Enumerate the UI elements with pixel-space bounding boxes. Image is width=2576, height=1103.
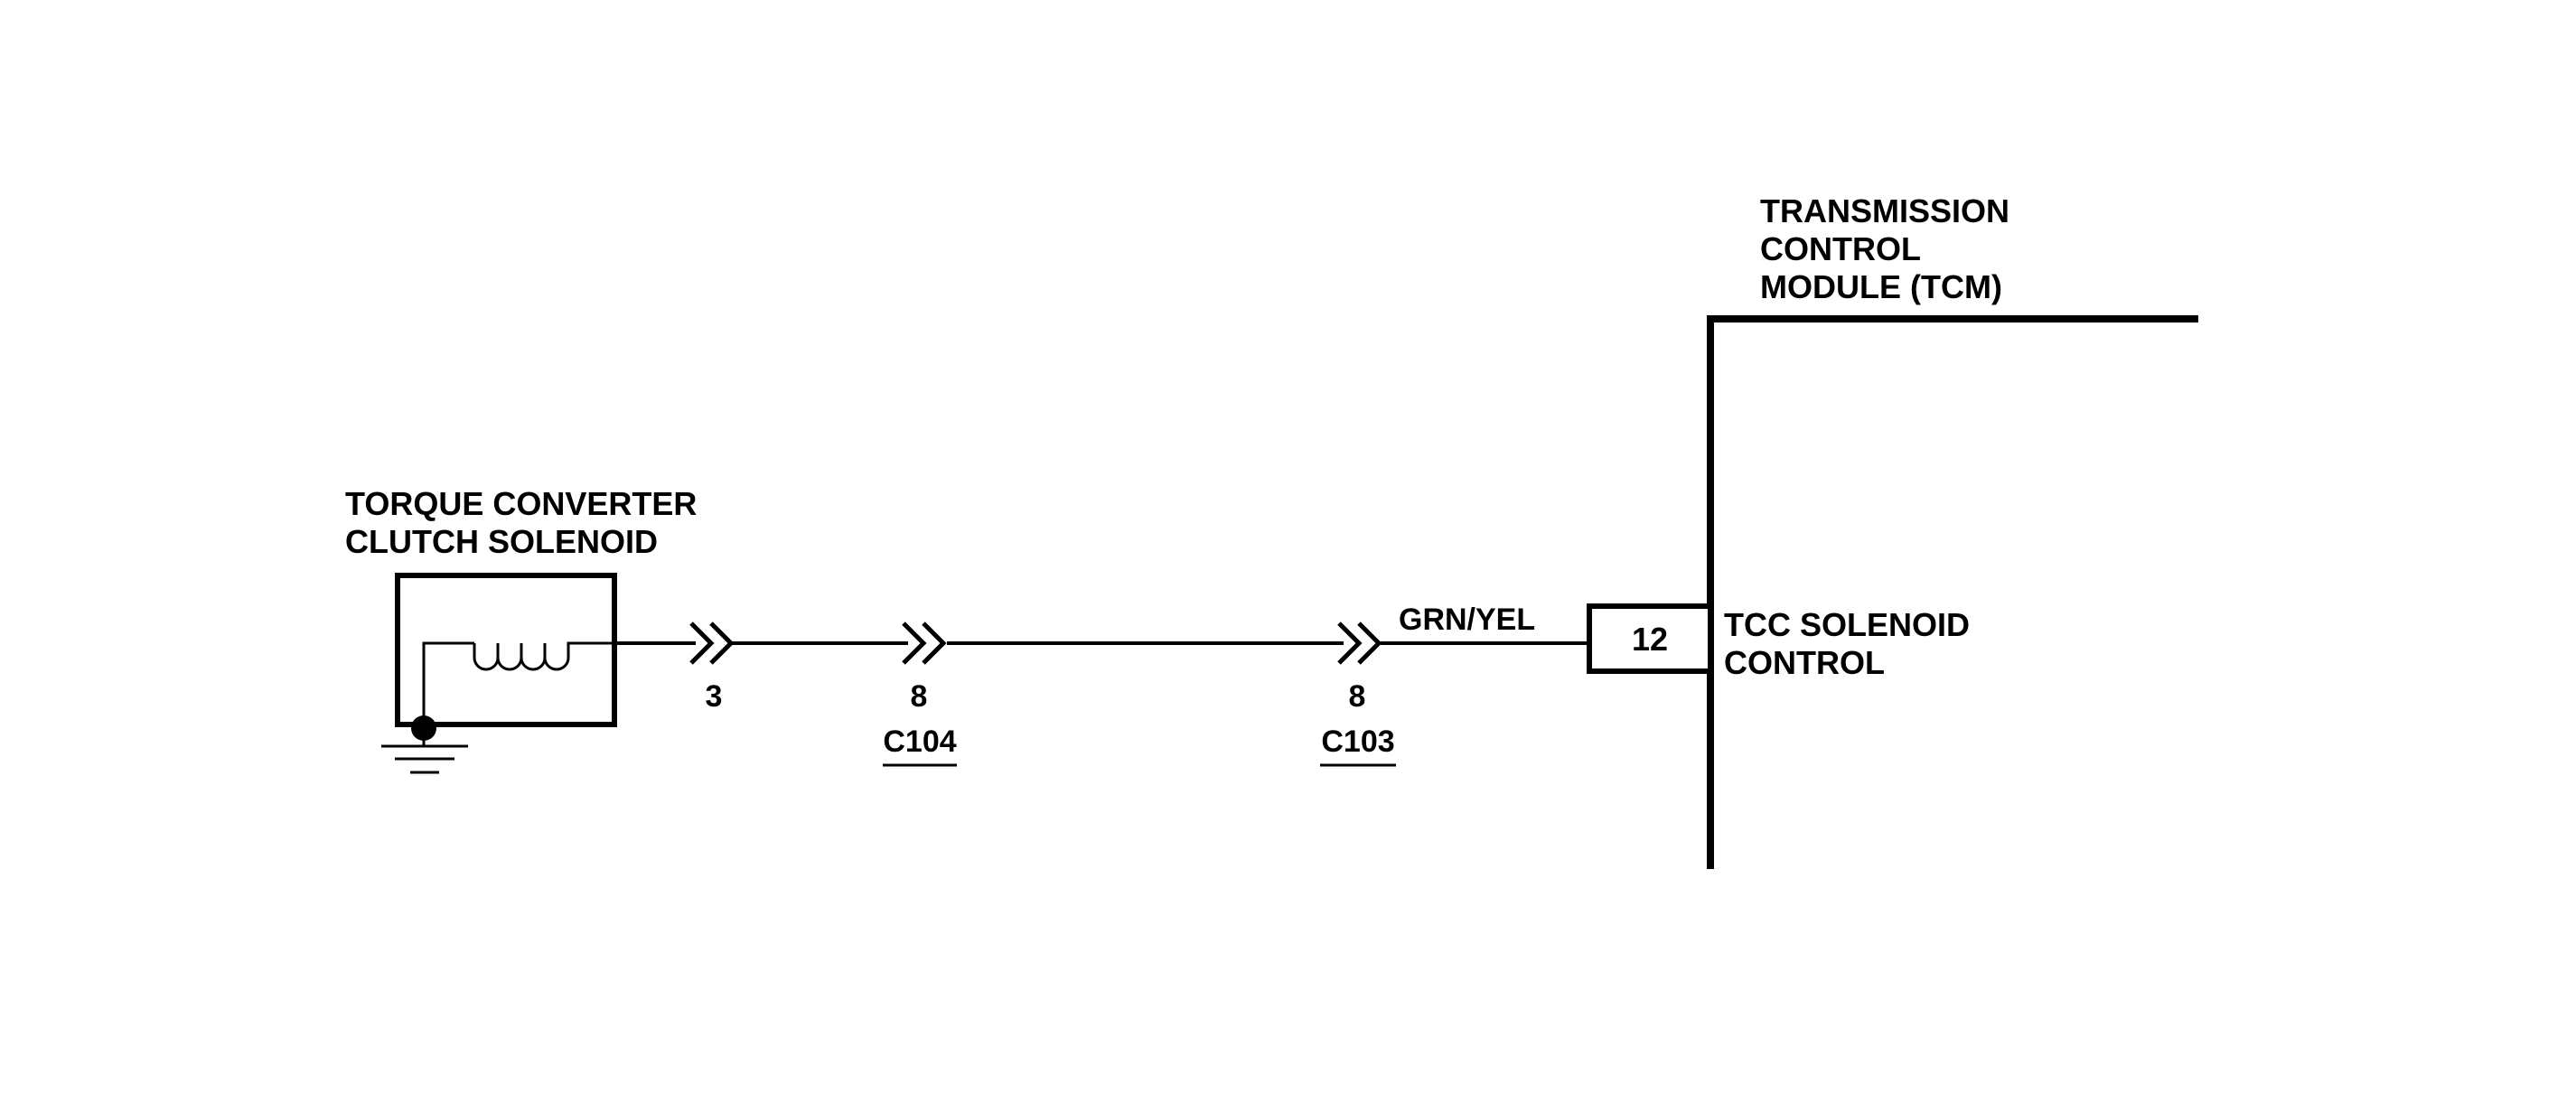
torque-converter-clutch-solenoid: TORQUE CONVERTER CLUTCH SOLENOID	[345, 485, 697, 774]
tcm-label-line2: CONTROL	[1760, 230, 1921, 267]
connector-chevron-icon	[689, 622, 735, 665]
connector-pin-number: 3	[706, 679, 723, 714]
connector-chevron-icon	[1337, 622, 1382, 665]
connector-c104: 8 C104	[883, 622, 957, 767]
solenoid-coil-icon	[473, 641, 614, 671]
tcm-pin-number: 12	[1632, 621, 1668, 658]
tcm-label-line1: TRANSMISSION	[1760, 192, 2009, 229]
ground-symbol-icon	[381, 744, 468, 774]
connector-pin-number: 8	[1349, 679, 1366, 714]
tcm-circuit-label-line1: TCC SOLENOID	[1724, 606, 1970, 643]
connector-c103: 8 C103	[1320, 622, 1396, 767]
connector-pin-3: 3	[689, 622, 735, 714]
solenoid-housing	[395, 573, 617, 727]
connector-chevron-icon	[902, 622, 947, 665]
wire-color-label: GRN/YEL	[1399, 603, 1535, 637]
tcm-circuit-label-line2: CONTROL	[1724, 644, 1885, 681]
tcm-label-line3: MODULE (TCM)	[1760, 268, 2002, 305]
solenoid-internal-wire	[422, 641, 474, 724]
transmission-control-module: TRANSMISSION CONTROL MODULE (TCM) 12 TCC…	[1587, 192, 2198, 869]
connector-name: C103	[1321, 724, 1394, 759]
connector-pin-number: 8	[911, 679, 928, 714]
solenoid-label-line2: CLUTCH SOLENOID	[345, 523, 658, 560]
tcm-pin-box	[1587, 603, 1713, 674]
solenoid-label-line1: TORQUE CONVERTER	[345, 485, 697, 522]
connector-name: C104	[883, 724, 956, 759]
tcm-boundary	[1707, 315, 2198, 869]
